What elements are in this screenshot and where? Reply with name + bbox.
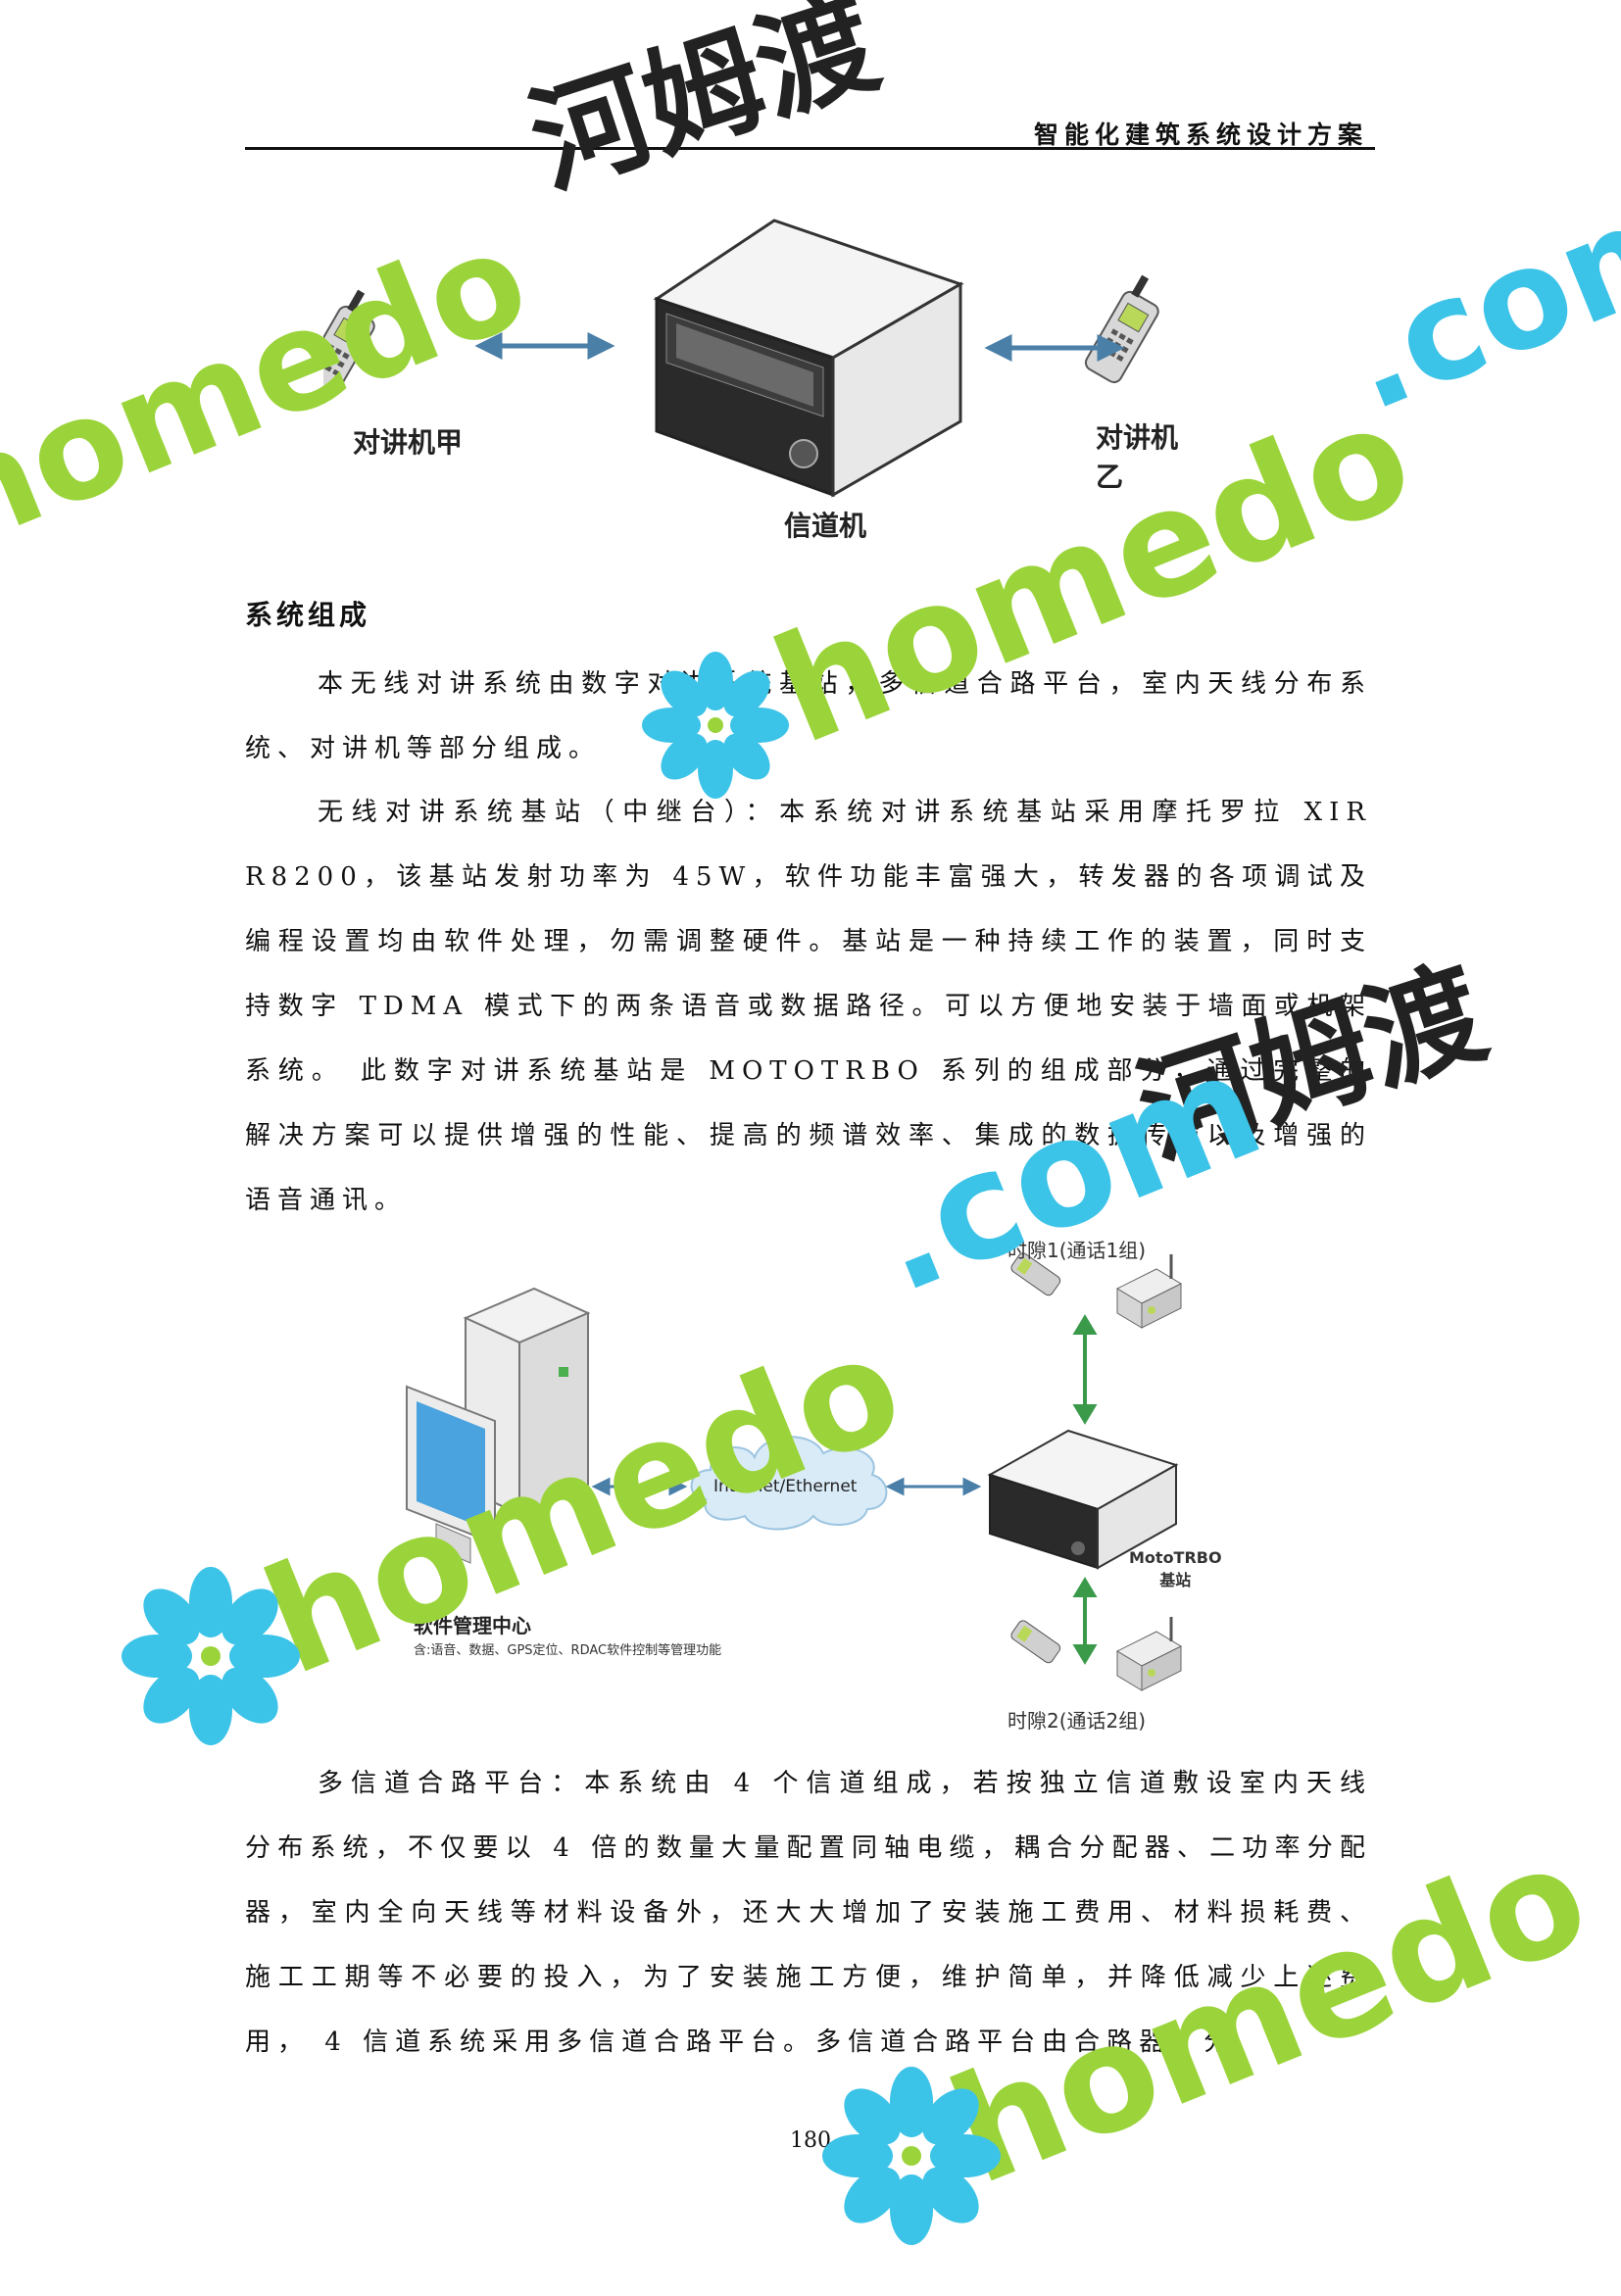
label-station-line2: 基站 xyxy=(1159,1571,1192,1589)
network-diagram-graphic xyxy=(406,1252,1183,1691)
base-station-icon xyxy=(987,1429,1179,1570)
repeater-diagram-graphic xyxy=(300,219,1159,498)
handset-left-icon xyxy=(300,289,375,399)
arrow-slot1-station xyxy=(1072,1314,1098,1425)
handset-bottom-icon xyxy=(1010,1620,1061,1664)
label-cloud: Internet/Ethernet xyxy=(713,1477,858,1496)
header-title: 智能化建筑系统设计方案 xyxy=(1033,121,1368,149)
arrow-computer-cloud xyxy=(591,1477,688,1496)
double-arrow-left xyxy=(474,331,615,361)
arrow-cloud-station xyxy=(885,1477,982,1496)
watermark-cn-top: 河姆渡 xyxy=(516,0,893,214)
label-management-center: 软件管理中心 xyxy=(414,1614,531,1637)
monitor-icon xyxy=(406,1385,496,1564)
page-number: 180 xyxy=(790,2128,831,2153)
label-slot2: 时隙2(通话2组) xyxy=(1007,1709,1147,1733)
section-heading: 系统组成 xyxy=(245,599,371,631)
watermark-com-top-right: .com xyxy=(1325,156,1621,443)
paragraph-base-station: 无线对讲系统基站（中继台）：本系统对讲系统基站采用摩托罗拉 XIR R8200，… xyxy=(245,798,1372,1215)
header-rule xyxy=(245,147,1375,150)
handset-top-icon xyxy=(1010,1252,1061,1296)
watermark-flower-icon-bottom xyxy=(822,2067,1001,2245)
arrow-station-slot2 xyxy=(1072,1577,1098,1665)
double-arrow-right xyxy=(984,333,1125,363)
label-handset-a: 对讲机甲 xyxy=(353,426,464,459)
label-station: MotoTRBO 基站 xyxy=(1129,1548,1222,1590)
handset-right-icon xyxy=(1084,274,1159,384)
watermark-flower-icon-left xyxy=(122,1567,300,1745)
label-slot1: 时隙1(通话1组) xyxy=(1007,1239,1147,1262)
cloud-icon xyxy=(690,1436,888,1531)
paragraph-multichannel: 多信道合路平台：本系统由 4 个信道组成，若按独立信道敷设室内天线分布系统，不仅… xyxy=(245,1769,1372,2057)
figure-network-diagram: 时隙1(通话1组) 时隙2(通话2组) Internet/Ethernet Mo… xyxy=(392,1230,1245,1739)
router-bottom-icon xyxy=(1115,1617,1183,1691)
figure-repeater-diagram: 对讲机甲 对讲机乙 信道机 xyxy=(300,211,1196,554)
router-top-icon xyxy=(1115,1254,1183,1329)
paragraph-intro: 本无线对讲系统由数字对讲系统基站，多信道合路平台，室内天线分布系统、对讲机等部分… xyxy=(245,669,1372,763)
label-handset-b: 对讲机乙 xyxy=(1096,421,1179,493)
label-management-features: 含:语音、数据、GPS定位、RDAC软件控制等管理功能 xyxy=(414,1643,722,1658)
label-station-line1: MotoTRBO xyxy=(1129,1548,1222,1567)
label-repeater: 信道机 xyxy=(784,510,867,542)
repeater-box-icon xyxy=(653,219,964,498)
